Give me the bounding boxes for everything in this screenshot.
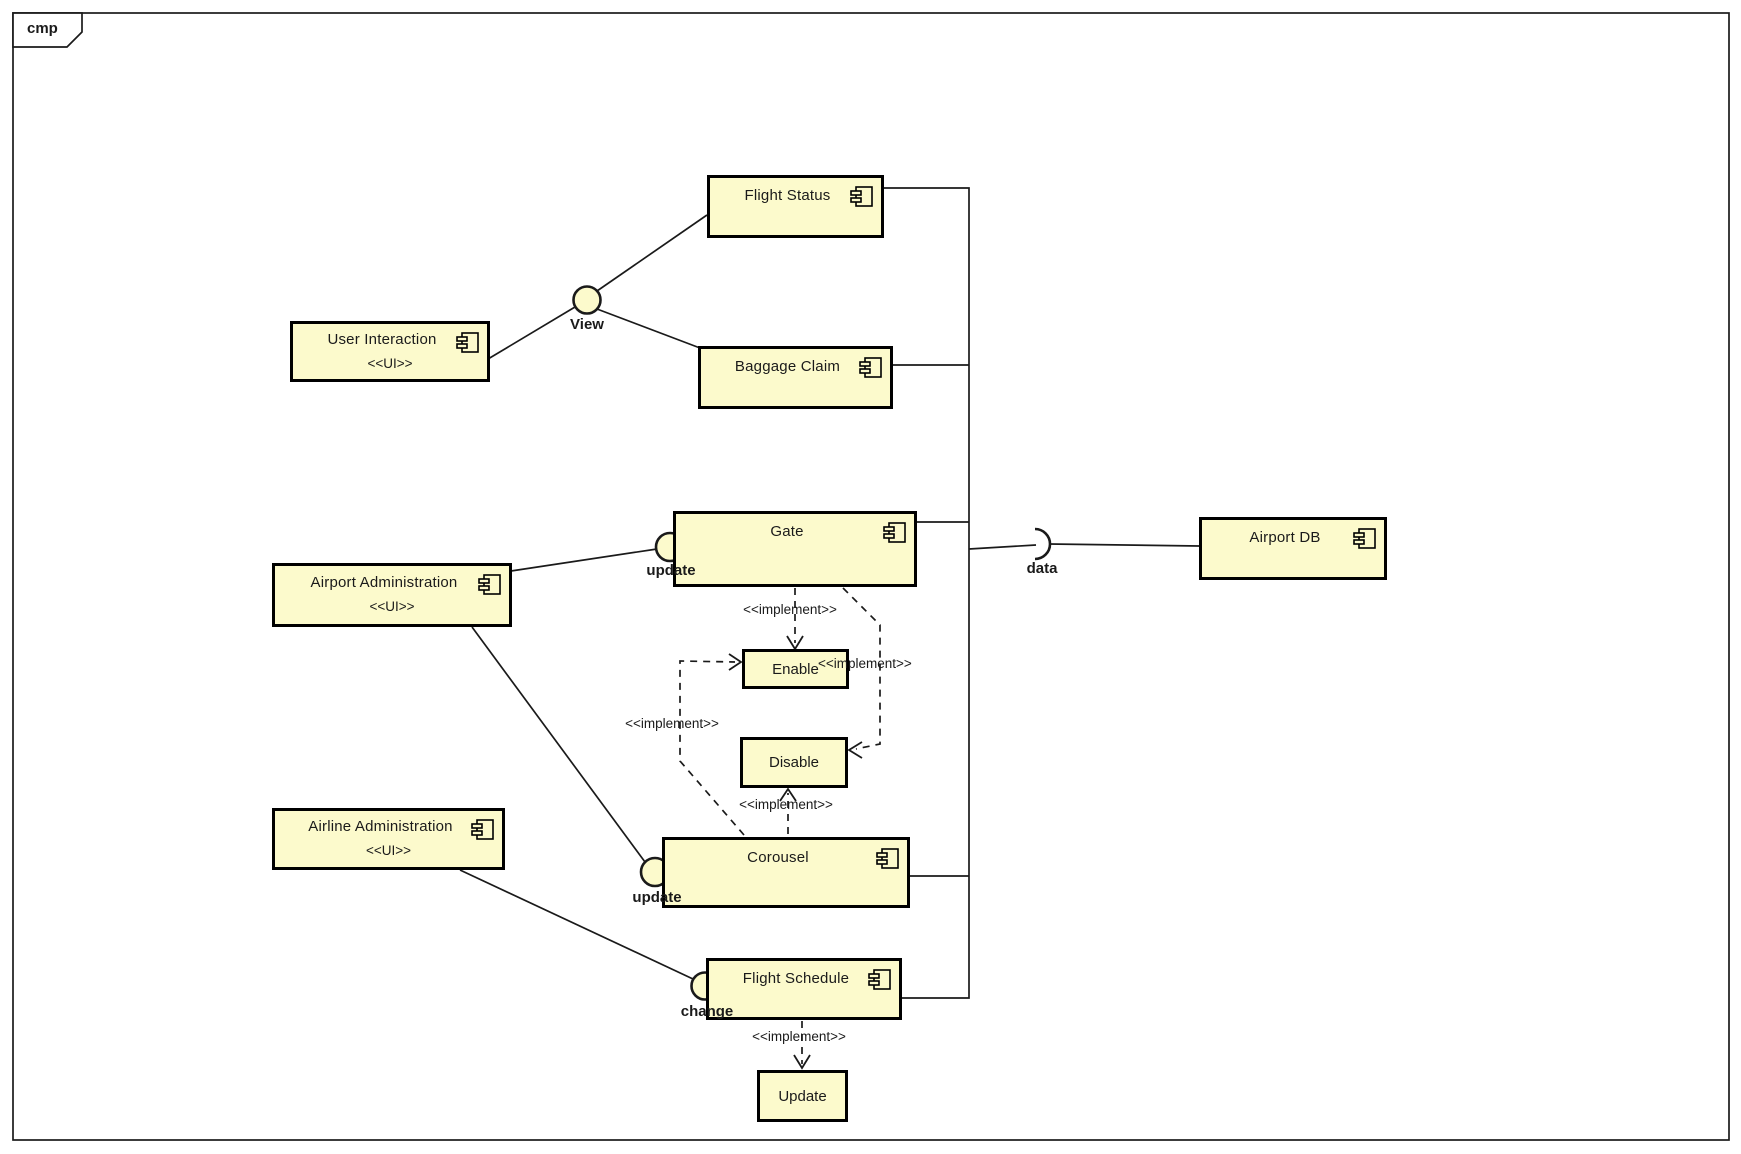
dependency-label-gate-enable: <<implement>> — [743, 602, 837, 617]
class-label: Disable — [768, 754, 820, 771]
component-airport-administration[interactable]: Airport Administration <<UI>> — [272, 563, 512, 627]
arrowhead-update-top — [793, 1054, 811, 1070]
component-label: Airline Administration — [308, 818, 453, 835]
component-icon — [859, 357, 883, 379]
interface-label-view: View — [570, 316, 604, 333]
component-icon — [850, 186, 874, 208]
component-label: Airport DB — [1249, 529, 1321, 546]
component-label: Corousel — [747, 849, 809, 866]
dependency-lines — [679, 587, 881, 1064]
component-user-interaction[interactable]: User Interaction <<UI>> — [290, 321, 490, 382]
arrowhead-disable-right — [847, 741, 863, 759]
arrowhead-disable-bottom — [779, 787, 797, 802]
class-enable[interactable]: Enable — [742, 649, 849, 689]
required-interface-socket-data[interactable] — [1034, 527, 1052, 561]
arrowheads — [728, 635, 863, 1070]
class-label: Update — [778, 1087, 827, 1105]
connector-userinteraction-view[interactable] — [482, 306, 576, 363]
connector-view-baggageclaim[interactable] — [596, 308, 701, 349]
component-label: Airport Administration — [310, 574, 458, 591]
interface-label-data: data — [1026, 560, 1058, 577]
connector-airlineadmin-change[interactable] — [459, 869, 694, 980]
provided-interface-ball-view[interactable] — [572, 285, 602, 315]
component-label: Flight Status — [744, 187, 831, 204]
component-stereotype: <<UI>> — [365, 843, 412, 858]
component-airline-administration[interactable]: Airline Administration <<UI>> — [272, 808, 505, 870]
component-icon — [456, 332, 480, 354]
component-gate[interactable]: Gate — [673, 511, 917, 587]
dependency-label-corousel-disable: <<implement>> — [739, 797, 833, 812]
component-icon — [471, 819, 495, 841]
arrowhead-enable-left — [728, 653, 743, 671]
dependency-label-flightschedule-update: <<implement>> — [752, 1029, 846, 1044]
dependency-corousel-enable[interactable] — [679, 660, 745, 836]
component-label: User Interaction — [327, 331, 437, 348]
connector-airportadmin-gateupdate[interactable] — [510, 548, 658, 572]
interface-label-gate-update: update — [646, 562, 696, 579]
component-flight-status[interactable]: Flight Status — [707, 175, 884, 238]
dependency-label-corousel-enable: <<implement>> — [625, 716, 719, 731]
component-airport-db[interactable]: Airport DB — [1199, 517, 1387, 580]
component-icon — [478, 574, 502, 596]
interface-label-corousel-update: update — [632, 889, 682, 906]
component-icon — [1353, 528, 1377, 550]
component-corousel[interactable]: Corousel — [662, 837, 910, 908]
connector-airportadmin-corouselupdate[interactable] — [471, 626, 646, 863]
component-label: Gate — [770, 523, 804, 540]
class-disable[interactable]: Disable — [740, 737, 848, 788]
connector-datasocket-airportdb[interactable] — [1048, 543, 1200, 547]
dependency-gate-disable[interactable] — [842, 587, 881, 750]
component-label: Flight Schedule — [742, 970, 850, 987]
component-icon — [868, 969, 892, 991]
connector-bus[interactable] — [884, 187, 970, 999]
component-stereotype: <<UI>> — [367, 356, 413, 371]
component-icon — [883, 522, 907, 544]
component-icon — [876, 848, 900, 870]
diagram-frame — [12, 12, 1730, 1141]
frame-tab-label: cmp — [27, 20, 58, 37]
connector-bus-datasocket[interactable] — [968, 544, 1037, 550]
component-baggage-claim[interactable]: Baggage Claim — [698, 346, 893, 409]
frame-tab — [12, 12, 83, 48]
class-label: Enable — [772, 660, 819, 678]
class-update[interactable]: Update — [757, 1070, 848, 1122]
dependency-label-gate-disable: <<implement>> — [818, 656, 912, 671]
interface-label-change: change — [680, 1003, 734, 1020]
component-stereotype: <<UI>> — [369, 599, 415, 614]
component-label: Baggage Claim — [734, 358, 841, 375]
component-flight-schedule[interactable]: Flight Schedule — [706, 958, 902, 1020]
connector-view-flightstatus[interactable] — [596, 214, 708, 292]
